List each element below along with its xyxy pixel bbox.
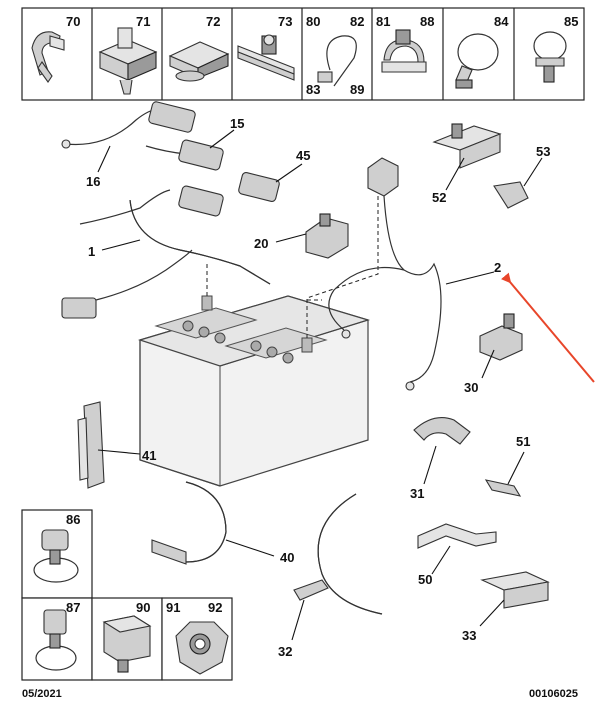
guide-lines — [206, 170, 379, 338]
bracket-30 — [479, 313, 523, 361]
callout-41: 41 — [142, 448, 156, 463]
footer-reference: 00106025 — [529, 688, 578, 700]
part-85-clamp-icon — [533, 31, 567, 83]
callout-31: 31 — [410, 486, 424, 501]
cell-label-71: 71 — [136, 14, 150, 29]
cell-label-89: 89 — [350, 82, 364, 97]
bracket-50 — [417, 523, 497, 549]
callouts: 15 16 45 1 20 52 53 2 30 41 31 51 40 50 … — [86, 116, 550, 659]
cable-16 — [61, 101, 196, 149]
bracket-41 — [77, 401, 105, 489]
cell-label-84: 84 — [494, 14, 509, 29]
callout-32: 32 — [278, 644, 292, 659]
cell-label-91: 91 — [166, 600, 180, 615]
cell-label-85: 85 — [564, 14, 578, 29]
bracket-31 — [413, 417, 471, 445]
cable-harness-1 — [61, 185, 271, 319]
bracket-51 — [484, 479, 522, 497]
bracket-33 — [480, 571, 550, 609]
callout-52: 52 — [432, 190, 446, 205]
cell-label-72: 72 — [206, 14, 220, 29]
part-72-icon — [168, 41, 230, 82]
part-84-hose-clamp-icon — [455, 33, 499, 89]
callout-1: 1 — [88, 244, 95, 259]
bracket-52 — [432, 123, 502, 169]
callout-53: 53 — [536, 144, 550, 159]
battery-illustration — [137, 295, 371, 487]
highlight-arrow — [501, 272, 595, 383]
callout-2: 2 — [494, 260, 501, 275]
part-80-cable-tie-icon — [317, 35, 357, 87]
callout-51: 51 — [516, 434, 530, 449]
part-71-icon — [98, 27, 158, 95]
cell-label-81: 81 — [376, 14, 390, 29]
callout-20: 20 — [254, 236, 268, 251]
cell-label-86: 86 — [66, 512, 80, 527]
part-81-clamp-icon — [381, 29, 427, 73]
cell-label-70: 70 — [66, 14, 80, 29]
callout-15: 15 — [230, 116, 244, 131]
callout-50: 50 — [418, 572, 432, 587]
part-86-clamp-icon — [33, 529, 79, 583]
part-70-icon — [31, 31, 65, 83]
cable-2 — [328, 157, 442, 391]
bracket-40 — [151, 481, 227, 565]
bracket-53 — [493, 181, 529, 209]
cell-label-90: 90 — [136, 600, 150, 615]
top-parts-grid: 70 71 72 73 80 — [21, 7, 585, 101]
callout-33: 33 — [462, 628, 476, 643]
part-73-icon — [237, 34, 295, 81]
part-20 — [305, 213, 349, 259]
cell-label-88: 88 — [420, 14, 434, 29]
callout-16: 16 — [86, 174, 100, 189]
callout-45: 45 — [296, 148, 310, 163]
part-45 — [238, 172, 280, 202]
cell-label-82: 82 — [350, 14, 364, 29]
left-parts-grid: 86 87 90 91 92 — [21, 509, 233, 681]
bracket-32 — [293, 493, 383, 615]
cell-label-83: 83 — [306, 82, 320, 97]
cell-label-73: 73 — [278, 14, 292, 29]
cell-label-87: 87 — [66, 600, 80, 615]
callout-40: 40 — [280, 550, 294, 565]
part-91-nut-icon — [175, 621, 229, 675]
part-87-clamp-icon — [35, 609, 77, 671]
cell-label-80: 80 — [306, 14, 320, 29]
callout-30: 30 — [464, 380, 478, 395]
cable-15 — [145, 139, 224, 171]
part-90-clip-icon — [102, 615, 152, 673]
leader-lines — [97, 129, 543, 641]
cell-label-92: 92 — [208, 600, 222, 615]
footer-date: 05/2021 — [22, 688, 62, 700]
